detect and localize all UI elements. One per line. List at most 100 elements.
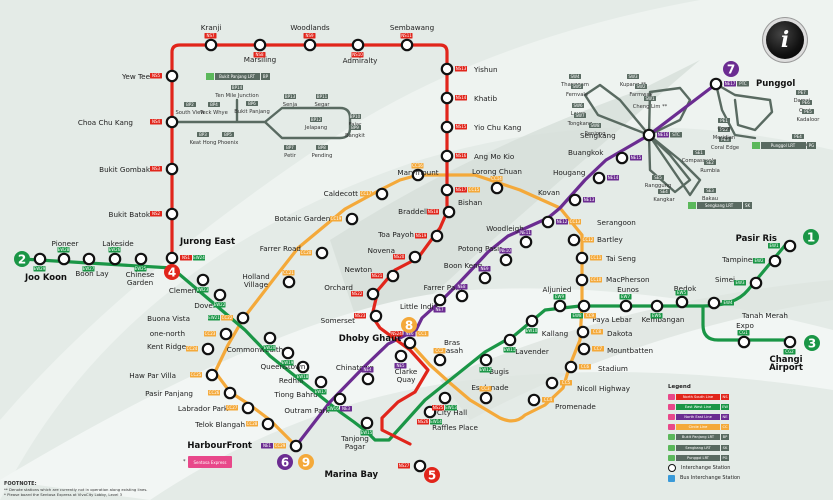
- station-paya-lebar[interactable]: [577, 299, 591, 313]
- station-buona-vista[interactable]: [236, 311, 250, 325]
- station-esplanade[interactable]: [479, 391, 493, 405]
- lrt-code-jelapang[interactable]: [310, 117, 322, 122]
- station-redhill[interactable]: [296, 360, 310, 374]
- lrt-code-layar[interactable]: [572, 103, 584, 108]
- station-macpherson[interactable]: [575, 273, 589, 287]
- station-pasir-ris[interactable]: [783, 239, 797, 253]
- station-haw-par-villa[interactable]: [205, 368, 219, 382]
- lrt-code-fajar[interactable]: [349, 114, 361, 119]
- station-farrer-park[interactable]: [455, 289, 469, 303]
- station-sengkang[interactable]: [642, 128, 656, 142]
- lrt-code-kupang-[interactable]: [627, 74, 639, 79]
- lrt-code-farmway[interactable]: [635, 84, 647, 89]
- station-bras-basah[interactable]: [433, 353, 447, 367]
- station-hougang[interactable]: [592, 171, 606, 185]
- station-chinatown[interactable]: [361, 372, 375, 386]
- lrt-code-petir[interactable]: [284, 145, 296, 150]
- lrt-code-oasis[interactable]: [800, 100, 812, 105]
- station-khatib[interactable]: [440, 91, 454, 105]
- station-joo-koon[interactable]: [33, 252, 47, 266]
- station-little-india[interactable]: [433, 293, 447, 307]
- lrt-code-bangkit[interactable]: [349, 125, 361, 130]
- station-eunos[interactable]: [619, 299, 633, 313]
- station-commonwealth[interactable]: [263, 331, 277, 345]
- station-admiralty[interactable]: [351, 38, 365, 52]
- station-yew-tee[interactable]: [165, 69, 179, 83]
- station-queenstown[interactable]: [281, 346, 295, 360]
- station-ang-mo-kio[interactable]: [440, 149, 454, 163]
- sentosa-express-tag[interactable]: * Sentosa Express: [183, 456, 232, 468]
- station-woodlands[interactable]: [303, 38, 317, 52]
- lrt-code-pending[interactable]: [316, 145, 328, 150]
- station-lorong-chuan[interactable]: [490, 181, 504, 195]
- station-choa-chu-kang[interactable]: [165, 115, 179, 129]
- station-outram-park[interactable]: [333, 392, 347, 406]
- lrt-code-kangkar[interactable]: [658, 189, 670, 194]
- station-tiong-bahru[interactable]: [314, 375, 328, 389]
- lrt-code-phoenix[interactable]: [222, 132, 234, 137]
- station-mountbatten[interactable]: [577, 342, 591, 356]
- station-toa-payoh[interactable]: [430, 229, 444, 243]
- station-bugis[interactable]: [479, 353, 493, 367]
- lrt-code-renjong[interactable]: [589, 123, 601, 128]
- station-braddell[interactable]: [442, 205, 456, 219]
- lrt-code-meridian[interactable]: [718, 127, 730, 132]
- station-punggol[interactable]: [709, 77, 723, 91]
- lrt-code-teck-whye[interactable]: [208, 102, 220, 107]
- station-caldecott[interactable]: [375, 187, 389, 201]
- lrt-code-coral-edge[interactable]: [719, 137, 731, 142]
- station-holland-village[interactable]: [282, 275, 296, 289]
- station-dover[interactable]: [213, 288, 227, 302]
- station-boon-keng[interactable]: [478, 271, 492, 285]
- info-button[interactable]: i: [766, 21, 804, 59]
- station-tanah-merah[interactable]: [707, 296, 721, 310]
- station-tai-seng[interactable]: [575, 251, 589, 265]
- station-lakeside[interactable]: [108, 252, 122, 266]
- station-kembangan[interactable]: [650, 299, 664, 313]
- station-yio-chu-kang[interactable]: [440, 120, 454, 134]
- lrt-code-compassvale[interactable]: [693, 150, 705, 155]
- station-marymount[interactable]: [411, 168, 425, 182]
- station-simei[interactable]: [749, 276, 763, 290]
- station-farrer-road[interactable]: [315, 246, 329, 260]
- station-woodleigh[interactable]: [519, 235, 533, 249]
- station-chinese-garden[interactable]: [134, 252, 148, 266]
- station-tanjong-pagar[interactable]: [360, 416, 374, 430]
- station-sembawang[interactable]: [400, 38, 414, 52]
- station-one-north[interactable]: [219, 327, 233, 341]
- station-serangoon[interactable]: [541, 215, 555, 229]
- station-kallang[interactable]: [525, 314, 539, 328]
- station-somerset[interactable]: [369, 309, 383, 323]
- station-marsiling[interactable]: [253, 38, 267, 52]
- station-kovan[interactable]: [568, 193, 582, 207]
- station-pioneer[interactable]: [57, 252, 71, 266]
- station-boon-lay[interactable]: [82, 252, 96, 266]
- station-bukit-gombak[interactable]: [165, 162, 179, 176]
- station-city-hall[interactable]: [438, 391, 452, 405]
- station-changi-airport[interactable]: [783, 335, 797, 349]
- station-potong-pasir[interactable]: [499, 253, 513, 267]
- lrt-code-tongkang[interactable]: [574, 113, 586, 118]
- lrt-code-bukit-panjang[interactable]: [246, 101, 258, 106]
- lrt-code-fernvale[interactable]: [571, 84, 583, 89]
- station-bishan[interactable]: [440, 183, 454, 197]
- station-bartley[interactable]: [567, 233, 581, 247]
- lrt-code-cheng-lim-[interactable]: [644, 96, 656, 101]
- lrt-code-ten-mile-junction[interactable]: [231, 85, 243, 90]
- station-clementi[interactable]: [196, 273, 210, 287]
- lrt-code-thanggam[interactable]: [569, 74, 581, 79]
- station-pasir-panjang[interactable]: [223, 386, 237, 400]
- station-novena[interactable]: [408, 250, 422, 264]
- station-stadium[interactable]: [564, 360, 578, 374]
- station-lavender[interactable]: [503, 333, 517, 347]
- lrt-code-senja[interactable]: [284, 94, 296, 99]
- station-telok-blangah[interactable]: [261, 417, 275, 431]
- station-clarke-quay[interactable]: [394, 349, 408, 363]
- lrt-code-riviera[interactable]: [792, 134, 804, 139]
- station-labrador-park[interactable]: [241, 401, 255, 415]
- lrt-code-damai[interactable]: [796, 90, 808, 95]
- station-newton[interactable]: [386, 269, 400, 283]
- station-botanic-gardens[interactable]: [345, 212, 359, 226]
- station-kranji[interactable]: [204, 38, 218, 52]
- station-aljunied[interactable]: [553, 299, 567, 313]
